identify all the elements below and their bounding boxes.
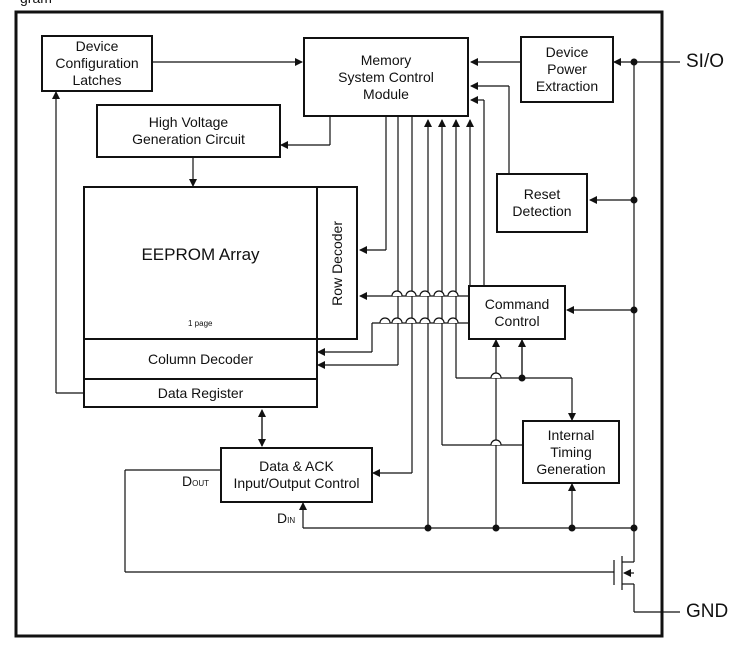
reset-detection-block: Reset Detection [496, 173, 588, 233]
command-control-block: Command Control [468, 285, 566, 340]
gnd-pin-label: GND [686, 601, 729, 622]
row-decoder-block: Row Decoder [316, 186, 358, 340]
sio-pin-label: SI/O [686, 51, 725, 72]
data-ack-io-block: Data & ACK Input/Output Control [220, 447, 373, 503]
column-decoder-block: Column Decoder [83, 338, 318, 380]
header-partial-title: gram [20, 0, 52, 6]
memory-system-control-block: Memory System Control Module [303, 37, 469, 117]
dout-label: DOUT [182, 473, 209, 489]
page-label: 1 page [188, 319, 213, 328]
din-sub: IN [287, 516, 296, 525]
device-config-latches-block: Device Configuration Latches [41, 35, 153, 92]
din-main: D [277, 510, 288, 526]
device-power-extraction-block: Device Power Extraction [520, 36, 614, 103]
high-voltage-block: High Voltage Generation Circuit [96, 104, 281, 158]
dout-sub: OUT [192, 479, 210, 488]
dout-main: D [182, 473, 193, 489]
eeprom-array-block: EEPROM Array [83, 186, 318, 340]
din-label: DIN [277, 510, 295, 526]
row-decoder-label: Row Decoder [328, 220, 345, 306]
internal-timing-block: Internal Timing Generation [522, 420, 620, 484]
chip-outline [14, 10, 664, 638]
eeprom-array-label: EEPROM Array [141, 245, 260, 264]
data-register-block: Data Register [83, 378, 318, 408]
